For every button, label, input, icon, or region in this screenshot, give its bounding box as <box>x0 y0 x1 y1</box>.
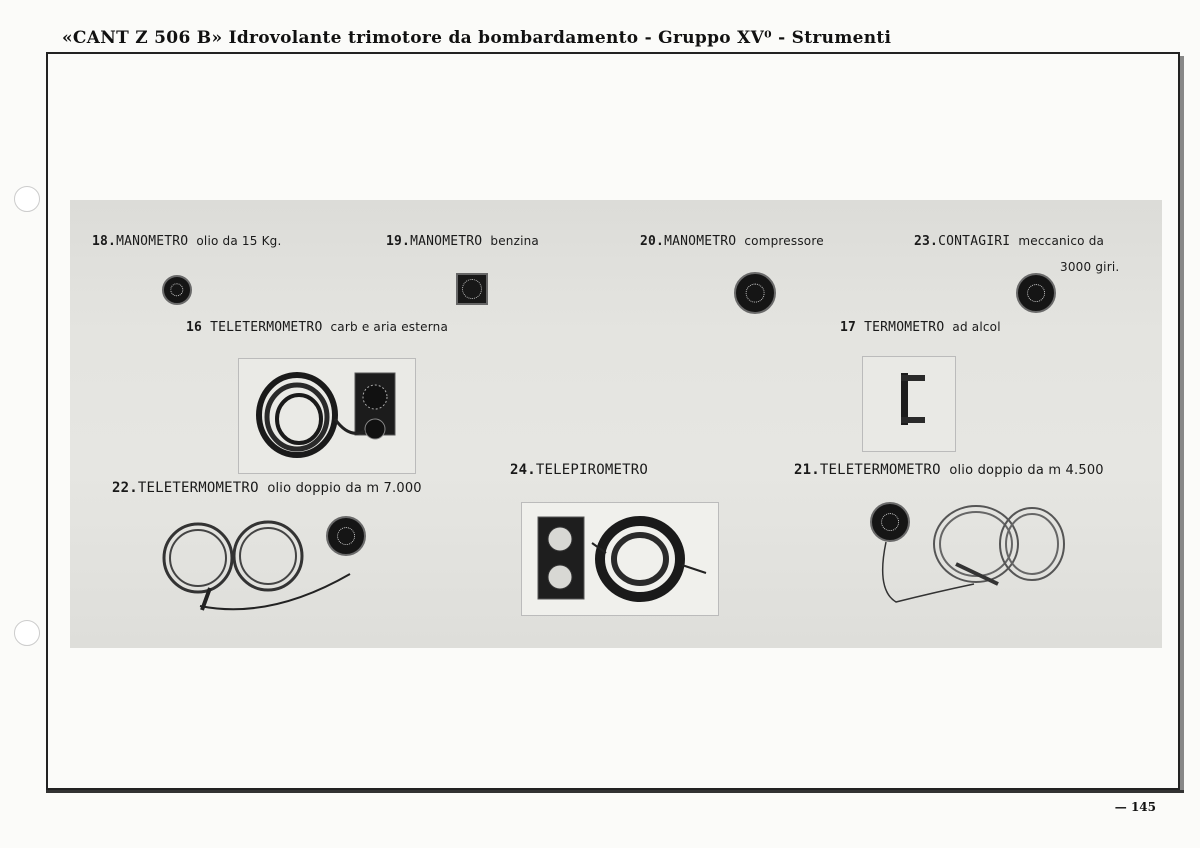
label-instrument-24: 24.TELEPIROMETRO <box>510 462 649 478</box>
binder-hole-bottom <box>14 620 40 646</box>
binder-hole-top <box>14 186 40 212</box>
page-number: — 145 <box>1114 800 1156 814</box>
gauge-19-icon <box>456 273 488 305</box>
label-instrument-21: 21.TELETERMOMETRO olio doppio da m 4.500 <box>794 462 1104 478</box>
label-instrument-18: 18.MANOMETRO olio da 15 Kg. <box>92 234 282 249</box>
label-instrument-19: 19.MANOMETRO benzina <box>386 234 539 249</box>
label-instrument-16: 16 TELETERMOMETRO carb e aria esterna <box>186 320 449 335</box>
gauge-21-icon <box>870 502 910 542</box>
telepirometro-icon <box>537 516 707 602</box>
gauge-23-icon <box>1016 273 1056 313</box>
page-frame <box>46 52 1180 790</box>
photo-instrument-24 <box>521 502 719 616</box>
photo-instrument-17 <box>862 356 956 452</box>
alcohol-thermometer-icon <box>901 373 925 425</box>
page-header: «CANT Z 506 B» Idrovolante trimotore da … <box>62 28 892 48</box>
gauge-18-icon <box>162 275 192 305</box>
label-instrument-17: 17 TERMOMETRO ad alcol <box>840 320 1001 335</box>
instrument-photo-plate: 18.MANOMETRO olio da 15 Kg. 19.MANOMETRO… <box>70 200 1162 648</box>
gauge-20-icon <box>734 272 776 314</box>
label-instrument-20: 20.MANOMETRO compressore <box>640 234 824 249</box>
photo-instrument-16 <box>238 358 416 474</box>
gauge-22-icon <box>326 516 366 556</box>
label-instrument-23: 23.CONTAGIRI meccanico da <box>914 234 1105 249</box>
coiled-cable-21-icon <box>881 505 1065 603</box>
coiled-cable-icon <box>256 372 396 458</box>
label-instrument-22: 22.TELETERMOMETRO olio doppio da m 7.000 <box>112 480 422 496</box>
coiled-cable-22-icon <box>162 520 351 611</box>
label-instrument-23-range: 3000 giri. <box>1060 260 1120 274</box>
